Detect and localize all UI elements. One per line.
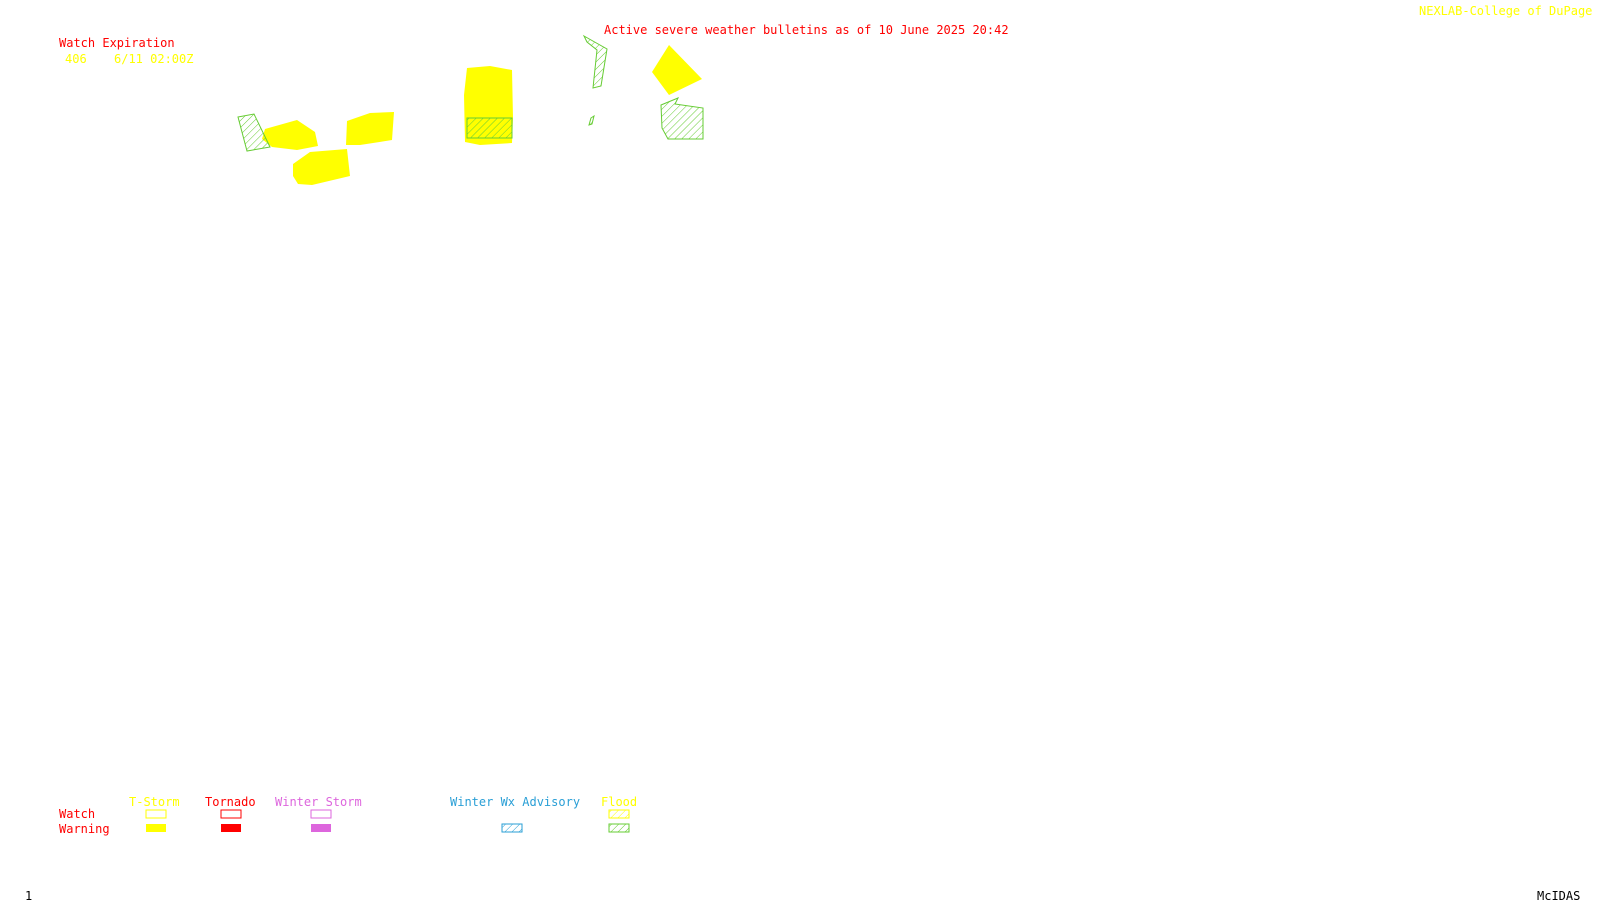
- legend-warning-row-label: Warning: [59, 822, 110, 836]
- legend-tstorm-warning-swatch: [146, 824, 166, 832]
- legend-tornado-warning-swatch: [221, 824, 241, 832]
- legend-tornado-label: Tornado: [205, 795, 256, 809]
- legend-winter-advisory-swatch: [501, 823, 523, 833]
- legend-winter-storm-watch-swatch: [310, 809, 332, 819]
- tstorm-warning-polygon: [346, 112, 394, 145]
- flood-warning-polygon: [237, 113, 271, 152]
- legend-watch-row-label: Watch: [59, 807, 96, 821]
- legend-flood-watch-swatch: [608, 809, 630, 819]
- watch-expires: 6/11 02:00Z: [114, 52, 194, 66]
- legend-tstorm-watch-swatch: [145, 809, 167, 819]
- flood-warning-polygon: [582, 34, 608, 89]
- legend-tornado-watch-swatch: [220, 809, 242, 819]
- legend-tstorm-label: T-Storm: [129, 795, 180, 809]
- flood-warning-polygon: [466, 117, 513, 139]
- legend-flood-warning-swatch: [608, 823, 630, 833]
- watch-number: 406: [65, 52, 87, 66]
- legend-flood-label: Flood: [601, 795, 638, 809]
- tstorm-warning-polygon: [652, 45, 702, 95]
- tstorm-warning-polygon: [262, 120, 318, 150]
- credit-label: NEXLAB-College of DuPage R: [1419, 4, 1600, 18]
- legend-winter-advisory-label: Winter Wx Advisory: [450, 795, 581, 809]
- flood-warning-polygon: [588, 114, 595, 126]
- legend-winter-storm-label: Winter Storm: [275, 795, 362, 809]
- watch-expiration-heading: Watch Expiration: [59, 36, 175, 50]
- tstorm-warning-polygon: [293, 149, 350, 185]
- flood-warning-polygon: [660, 97, 704, 140]
- legend-winter-storm-warning-swatch: [311, 824, 331, 832]
- frame-number: 1: [25, 889, 33, 903]
- software-label: McIDAS: [1537, 889, 1581, 903]
- bulletin-title: Active severe weather bulletins as of 10…: [604, 23, 1009, 37]
